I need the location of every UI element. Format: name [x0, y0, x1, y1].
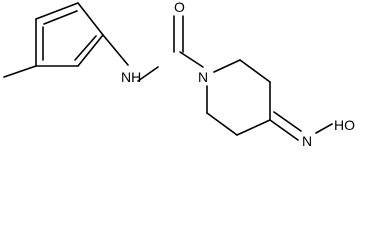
hydroxyl-label: HO: [334, 117, 355, 133]
bond: [77, 2, 104, 36]
carbonyl-oxygen-label: O: [174, 0, 185, 15]
bond: [315, 123, 333, 134]
bond: [239, 59, 271, 83]
bond: [77, 34, 104, 67]
bond: [137, 66, 159, 82]
bond: [179, 51, 204, 68]
molecule-structure: O NH N N HO: [3, 0, 355, 149]
amide-nh-label: NH: [121, 69, 141, 85]
bond: [43, 10, 78, 25]
bond: [213, 59, 241, 73]
oxime-double-bond: [269, 119, 299, 141]
piperidine-ring: [206, 59, 271, 136]
oxime-double-bond: [273, 111, 302, 132]
benzene-ring: [35, 2, 104, 67]
bond: [102, 34, 129, 66]
bond: [206, 112, 238, 136]
piperidine-n-label: N: [198, 69, 208, 85]
oxime-n-label: N: [302, 133, 312, 149]
bond: [74, 35, 97, 61]
methyl-bond: [3, 65, 37, 78]
bond: [236, 119, 271, 136]
bond: [35, 2, 79, 20]
